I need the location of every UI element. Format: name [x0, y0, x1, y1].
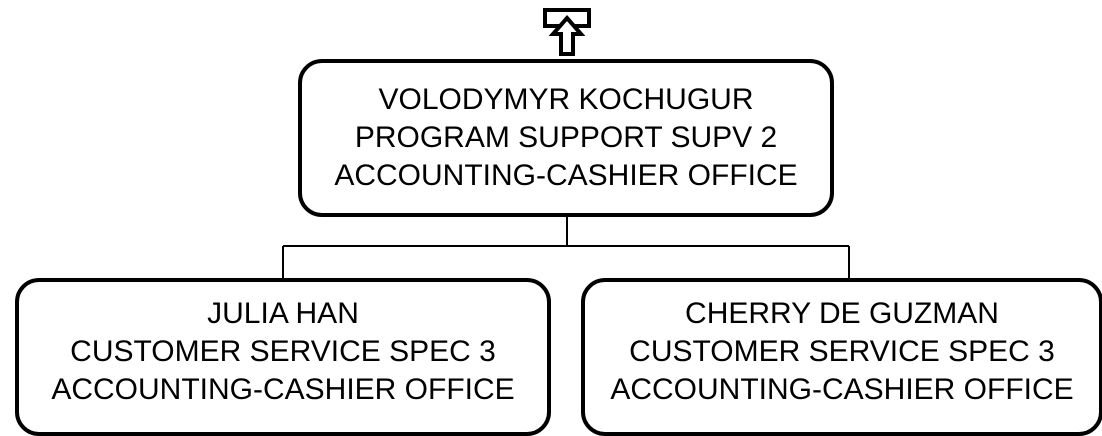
node-department: ACCOUNTING-CASHIER OFFICE — [610, 373, 1074, 406]
node-title: PROGRAM SUPPORT SUPV 2 — [354, 121, 778, 154]
node-name: CHERRY DE GUZMAN — [685, 297, 999, 330]
node-name: VOLODYMYR KOCHUGUR — [378, 83, 754, 116]
node-department: ACCOUNTING-CASHIER OFFICE — [51, 373, 515, 406]
node-department: ACCOUNTING-CASHIER OFFICE — [334, 159, 798, 192]
node-title: CUSTOMER SERVICE SPEC 3 — [70, 335, 496, 368]
org-node-report-1[interactable]: JULIA HAN CUSTOMER SERVICE SPEC 3 ACCOUN… — [15, 278, 551, 436]
node-title: CUSTOMER SERVICE SPEC 3 — [629, 335, 1055, 368]
org-node-report-2[interactable]: CHERRY DE GUZMAN CUSTOMER SERVICE SPEC 3… — [581, 278, 1102, 436]
org-connector-lines — [282, 217, 850, 278]
node-name: JULIA HAN — [207, 297, 359, 330]
org-node-manager[interactable]: VOLODYMYR KOCHUGUR PROGRAM SUPPORT SUPV … — [298, 59, 834, 217]
up-arrow-icon[interactable] — [543, 8, 591, 60]
